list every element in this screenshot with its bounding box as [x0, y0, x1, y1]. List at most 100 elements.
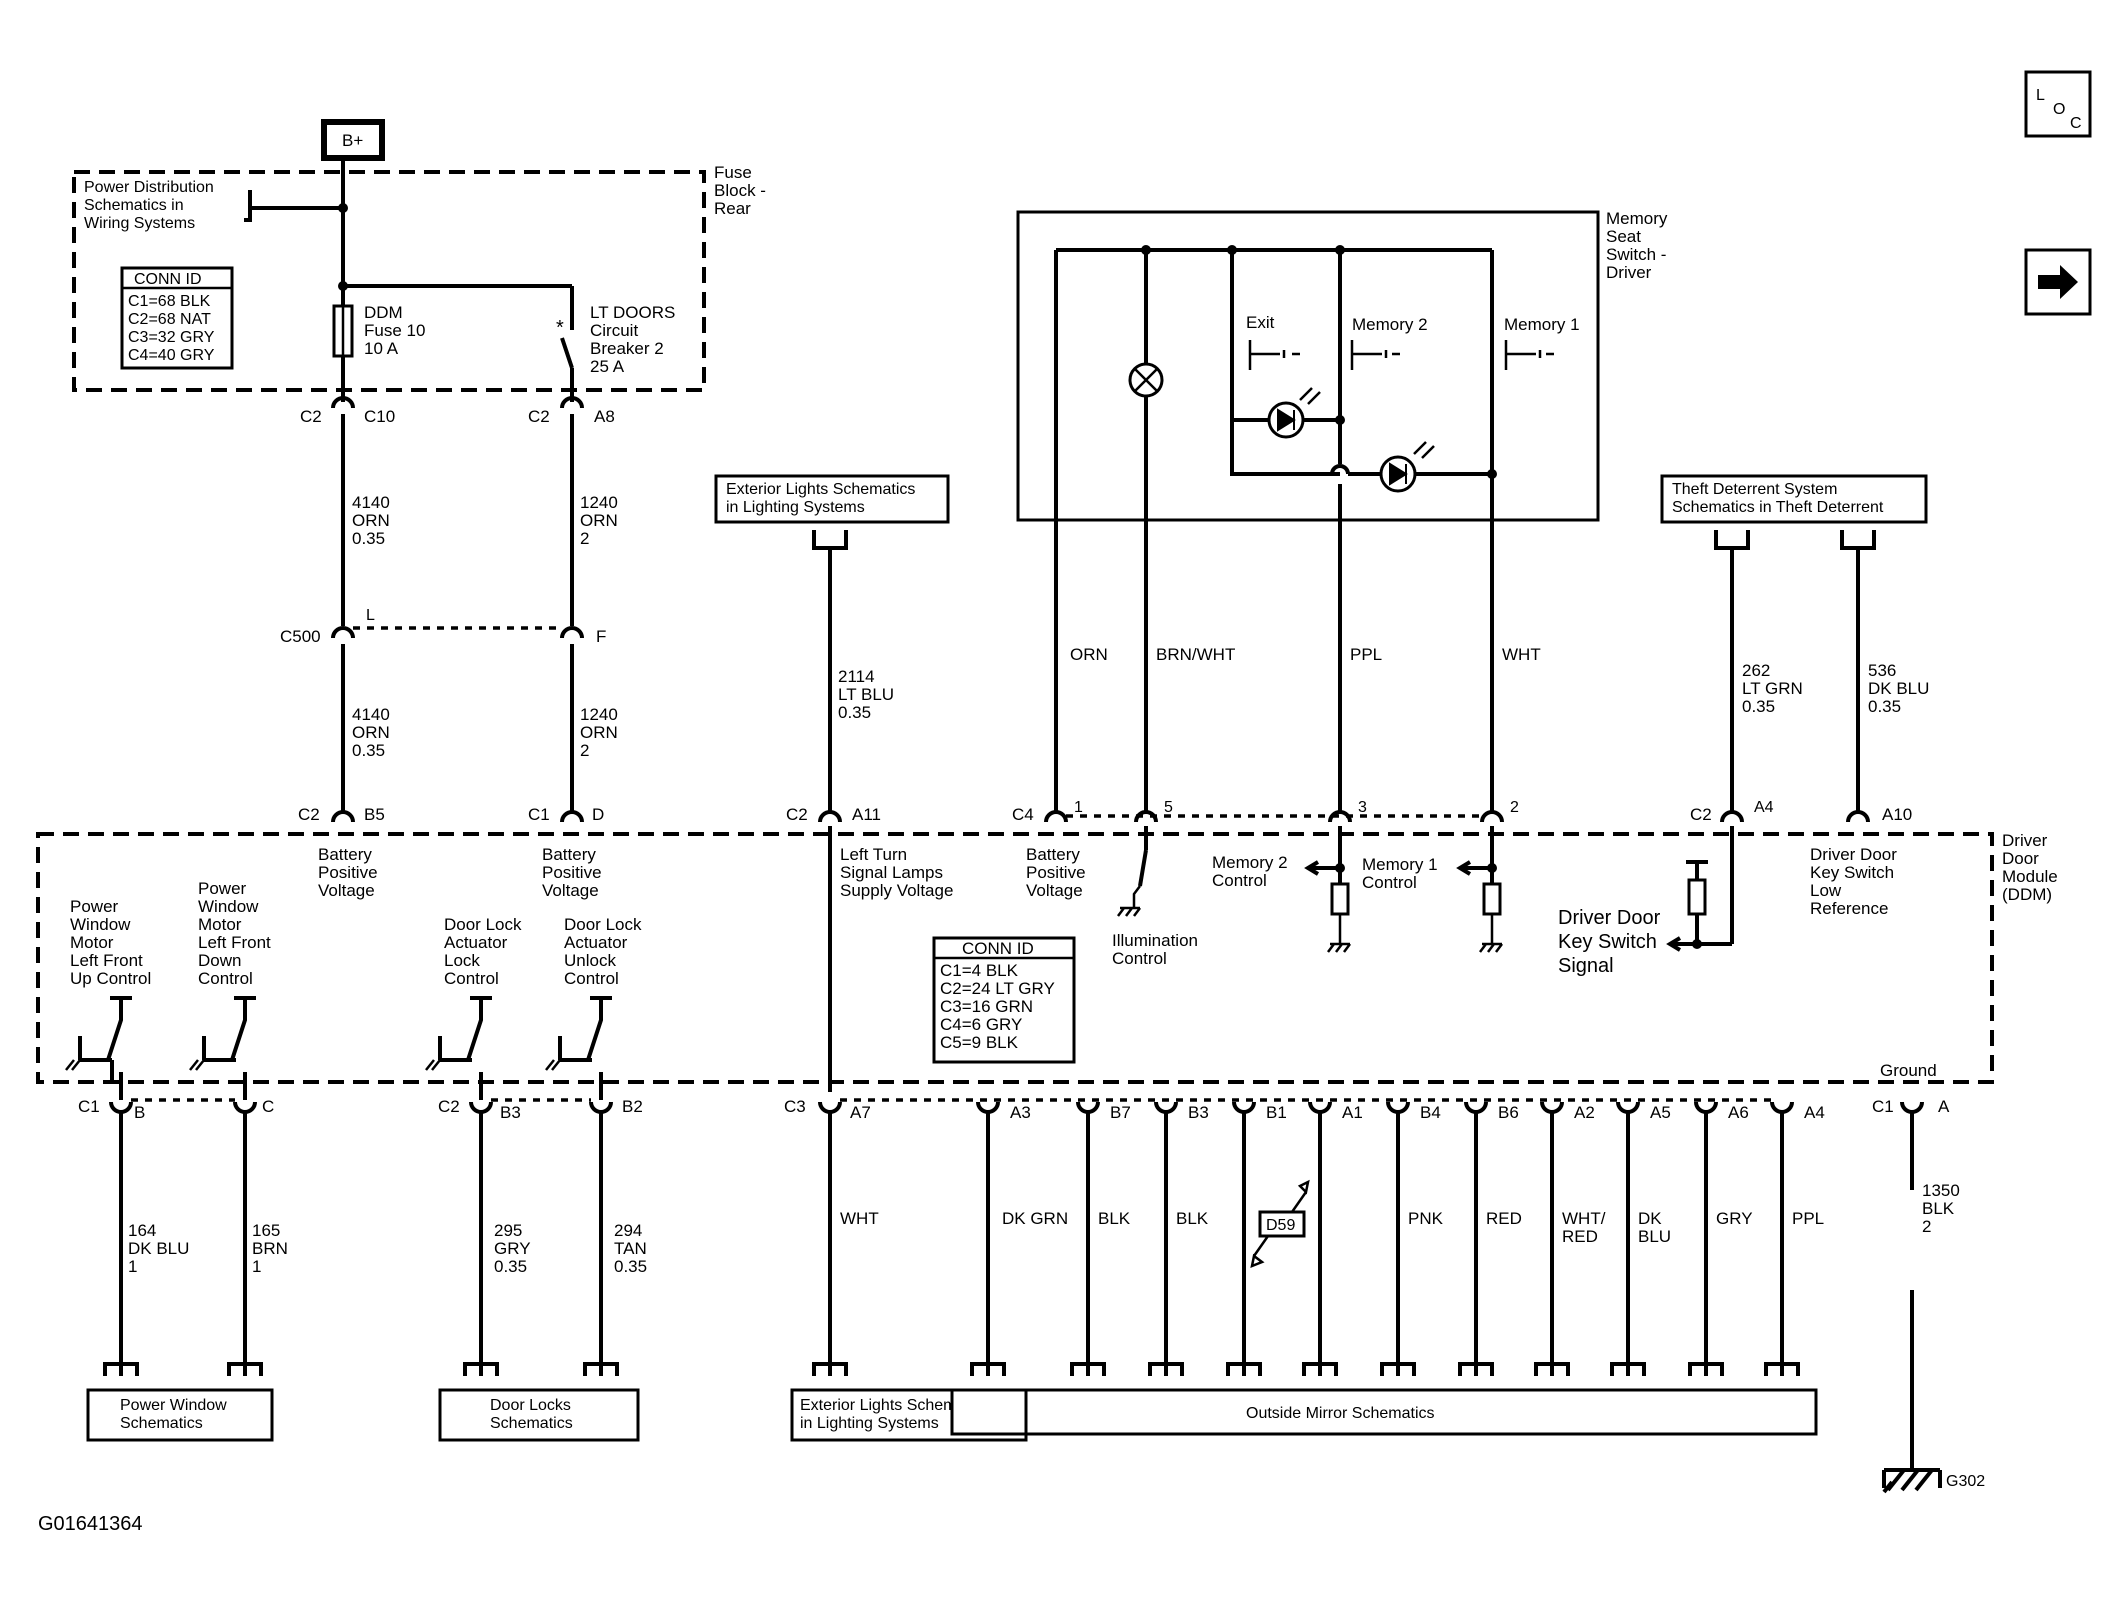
wire-dk-grn-label: DK GRN — [1002, 1209, 1068, 1228]
svg-text:A11: A11 — [852, 805, 881, 824]
svg-text:B: B — [134, 1103, 145, 1122]
switch-dl-lock — [425, 996, 492, 1088]
dl-lock-label: Door Lock Actuator Lock Control — [444, 915, 526, 988]
loc-button[interactable]: L O C — [2024, 70, 2092, 138]
svg-text:C3: C3 — [784, 1097, 806, 1116]
svg-text:A6: A6 — [1728, 1103, 1749, 1122]
loc-o: O — [2053, 101, 2065, 118]
circuit-breaker-2 — [560, 337, 574, 369]
svg-text:B4: B4 — [1420, 1103, 1441, 1122]
svg-text:C1: C1 — [78, 1097, 100, 1116]
key-switch-signal-label: Driver Door Key Switch Signal — [1558, 907, 1666, 977]
wire-wht-label: WHT — [1502, 645, 1541, 664]
wire-dk-blu-label: DK BLU — [1638, 1209, 1671, 1246]
svg-text:B3: B3 — [500, 1103, 521, 1122]
ext-lights-top-box[interactable] — [714, 474, 950, 524]
wire-165-label: 165 BRN 1 — [252, 1221, 293, 1276]
svg-text:A10: A10 — [1882, 805, 1912, 824]
svg-text:A1: A1 — [1342, 1103, 1363, 1122]
wire-red-label: RED — [1486, 1209, 1522, 1228]
power-window-schematics-box[interactable] — [86, 1388, 274, 1442]
theft-deterrent-box[interactable] — [1660, 474, 1928, 524]
ddm-fuse-label: DDM Fuse 10 10 A — [364, 303, 430, 358]
memory-1-control-label: Memory 1 Control — [1362, 855, 1442, 892]
power-window-schematics-label: Power Window Schematics — [120, 1397, 231, 1432]
svg-text:A3: A3 — [1010, 1103, 1031, 1122]
svg-text:D: D — [592, 805, 604, 824]
wire-pnk-label: PNK — [1408, 1209, 1444, 1228]
bpv2-label: Battery Positive Voltage — [542, 845, 606, 900]
wire-ppl-bottom-label: PPL — [1792, 1209, 1824, 1228]
power-dist-bracket — [244, 190, 342, 222]
d59-reference[interactable]: D59 — [1250, 1179, 1310, 1269]
svg-text:B1: B1 — [1266, 1103, 1287, 1122]
outside-mirror-schematics-box[interactable] — [950, 1388, 1818, 1436]
svg-text:L: L — [366, 607, 375, 624]
ddm-conn-id-title: CONN ID — [962, 939, 1034, 958]
fuse-conn-id-box — [120, 266, 234, 370]
svg-text:A4: A4 — [1804, 1103, 1825, 1122]
left-turn-label: Left Turn Signal Lamps Supply Voltage — [840, 845, 953, 900]
loc-l: L — [2036, 87, 2045, 104]
next-page-button[interactable] — [2024, 248, 2092, 316]
switch-dl-unlock — [545, 996, 612, 1088]
bpv3-label: Battery Positive Voltage — [1026, 845, 1090, 900]
fuse-block-outline — [72, 170, 706, 392]
ground-g302-label: G302 — [1946, 1473, 1985, 1490]
ground-g302-icon — [1882, 1468, 1942, 1494]
wire-blk-2-label: BLK — [1176, 1209, 1209, 1228]
bplus-label: B+ — [342, 131, 363, 150]
ddm-label: Driver Door Module (DDM) — [2002, 831, 2063, 904]
ddm-top-connectors — [331, 810, 1870, 823]
wire-164-label: 164 DK BLU 1 — [128, 1221, 194, 1276]
svg-text:3: 3 — [1358, 799, 1367, 816]
switch-pw-up — [65, 996, 132, 1088]
svg-text:C1: C1 — [528, 805, 550, 824]
illumination-control-label: Illumination Control — [1112, 931, 1203, 968]
wire-stubs — [103, 1362, 1800, 1376]
switch-pw-down — [189, 996, 256, 1088]
loc-c: C — [2070, 115, 2082, 132]
wire-ppl-label: PPL — [1350, 645, 1382, 664]
wire-294-label: 294 TAN 0.35 — [614, 1221, 651, 1276]
ext-lights-top-label: Exterior Lights Schematics in Lighting S… — [726, 481, 920, 516]
wire-295-label: 295 GRY 0.35 — [494, 1221, 535, 1276]
memory-2-control-label: Memory 2 Control — [1212, 853, 1292, 890]
svg-text:A: A — [1938, 1097, 1950, 1116]
outside-mirror-schematics-label: Outside Mirror Schematics — [1246, 1405, 1435, 1422]
wire-4140-upper-label: 4140 ORN 0.35 — [352, 493, 395, 548]
svg-text:C4: C4 — [1012, 805, 1034, 824]
wire-wht-bottom-label: WHT — [840, 1209, 879, 1228]
wire-2114-label: 2114 LT BLU 0.35 — [838, 667, 899, 722]
svg-text:C2: C2 — [438, 1097, 460, 1116]
wire-1350-label: 1350 BLK 2 — [1922, 1181, 1965, 1236]
svg-text:B2: B2 — [622, 1097, 643, 1116]
svg-text:F: F — [596, 627, 606, 646]
svg-text:2: 2 — [1510, 799, 1519, 816]
wire-1240-upper-label: 1240 ORN 2 — [580, 493, 623, 548]
ddm-outline — [36, 832, 1994, 1084]
exit-label: Exit — [1246, 313, 1275, 332]
svg-text:A2: A2 — [1574, 1103, 1595, 1122]
ground-label: Ground — [1880, 1061, 1937, 1080]
connector-c2-c10 — [331, 396, 355, 409]
wire-orn-label: ORN — [1070, 645, 1108, 664]
memory-2-switch — [1350, 340, 1400, 370]
breaker-star: * — [556, 317, 564, 339]
fuse-block-label: Fuse Block - Rear — [714, 163, 771, 218]
wire-262-label: 262 LT GRN 0.35 — [1742, 661, 1808, 716]
theft-deterrent-label: Theft Deterrent System Schematics in The… — [1672, 481, 1884, 516]
figure-id: G01641364 — [38, 1513, 143, 1535]
svg-text:5: 5 — [1164, 799, 1173, 816]
door-locks-schematics-box[interactable] — [438, 1388, 640, 1442]
fuse-conn-id-title: CONN ID — [134, 271, 202, 288]
exit-switch — [1248, 340, 1300, 370]
svg-text:B6: B6 — [1498, 1103, 1519, 1122]
memory-seat-switch-label: Memory Seat Switch - Driver — [1606, 209, 1672, 282]
bplus-box — [321, 119, 385, 161]
dl-unlock-label: Door Lock Actuator Unlock Control — [564, 915, 646, 988]
key-switch-low-ref-label: Driver Door Key Switch Low Reference — [1810, 845, 1902, 918]
svg-text:C2: C2 — [786, 805, 808, 824]
wire-brn-wht-label: BRN/WHT — [1156, 645, 1235, 664]
arrow-right-icon — [2038, 265, 2078, 299]
